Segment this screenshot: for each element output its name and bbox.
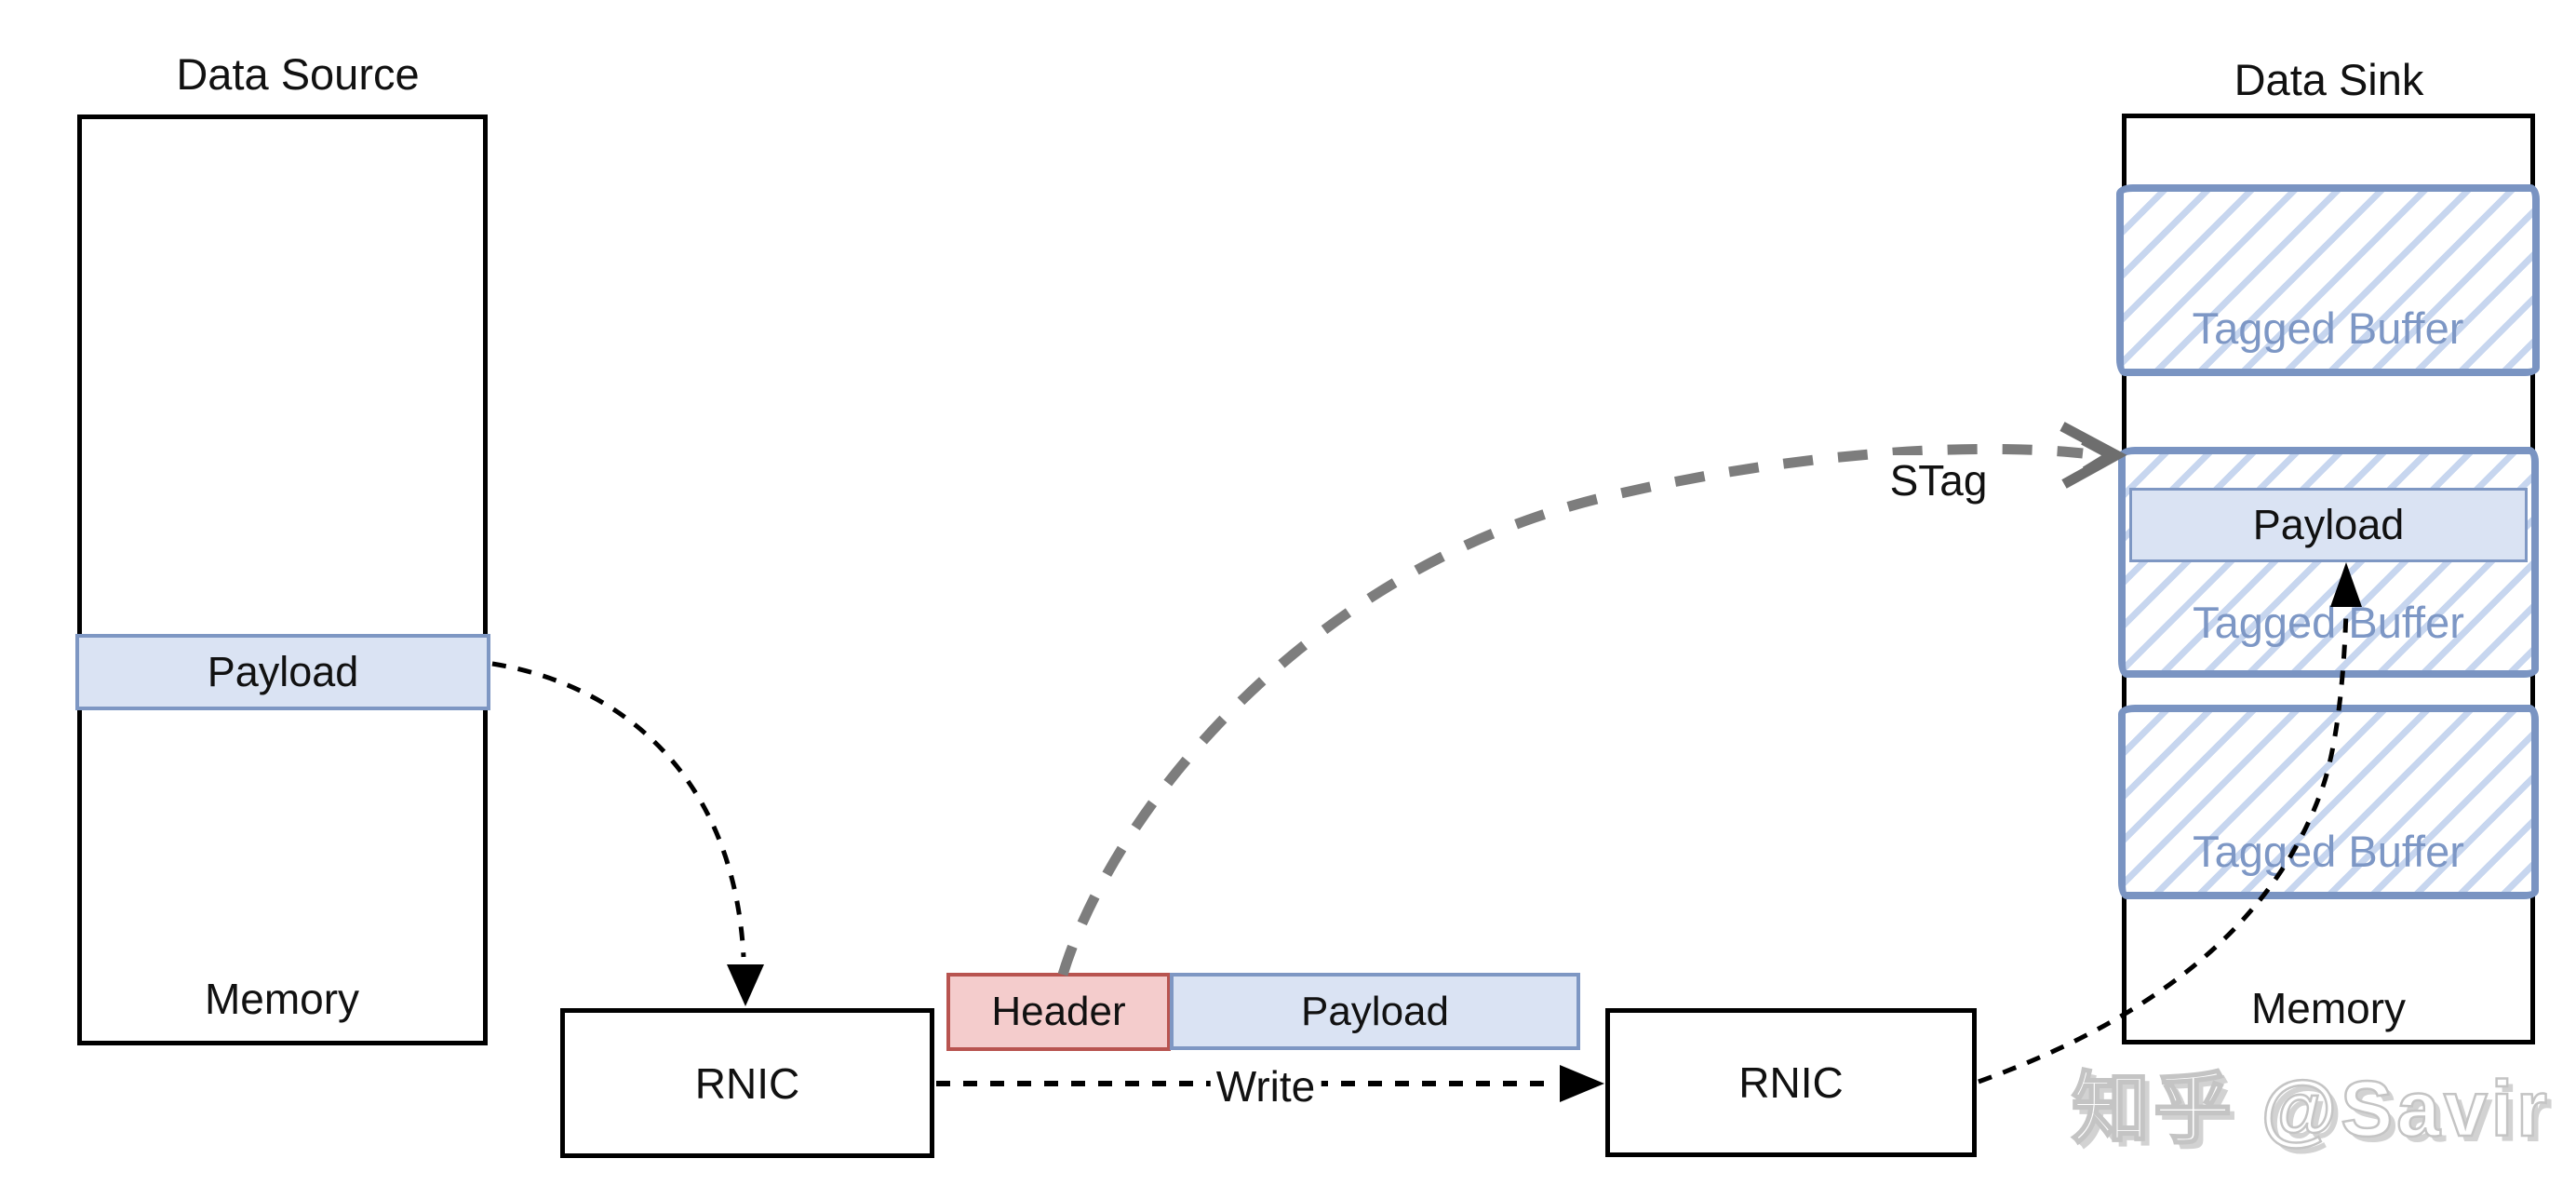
write-label: Write (1210, 1061, 1322, 1111)
stag-arrowhead-inner-icon (2081, 438, 2117, 474)
stag-label: STag (1884, 455, 1993, 505)
tagged-buffer-1: Tagged Buffer (2116, 184, 2540, 376)
payload-to-rnic-dashed-arrow (491, 661, 746, 958)
packet-payload-box: Payload (1170, 973, 1580, 1050)
tagged-buffer-2-label: Tagged Buffer (2193, 598, 2464, 647)
sink-memory-label: Memory (2250, 984, 2407, 1032)
payload-to-rnic-arrowhead-icon (727, 964, 764, 1006)
watermark-user: @Savir (2260, 1064, 2551, 1154)
sink-payload-band: Payload (2129, 488, 2528, 562)
source-memory-box (77, 115, 488, 1045)
rnic-right-box: RNIC (1605, 1008, 1977, 1157)
source-payload-band: Payload (75, 634, 490, 710)
source-memory-label: Memory (204, 975, 360, 1023)
stag-arrowhead-icon (2059, 422, 2127, 489)
write-arrowhead-icon (1560, 1065, 1604, 1102)
tagged-buffer-2: Payload Tagged Buffer (2118, 447, 2539, 678)
watermark-brand: 知乎 (2071, 1064, 2236, 1154)
tagged-buffer-1-label: Tagged Buffer (2192, 303, 2464, 353)
tagged-buffer-3: Tagged Buffer (2118, 705, 2539, 899)
data-sink-title: Data Sink (2234, 55, 2424, 104)
packet-header-box: Header (946, 973, 1171, 1051)
tagged-buffer-3-label: Tagged Buffer (2193, 827, 2464, 876)
data-source-title: Data Source (176, 49, 420, 99)
watermark: 知乎 @Savir (2071, 1046, 2551, 1159)
rnic-left-box: RNIC (560, 1008, 934, 1158)
stag-dashed-arc (1057, 443, 2084, 977)
